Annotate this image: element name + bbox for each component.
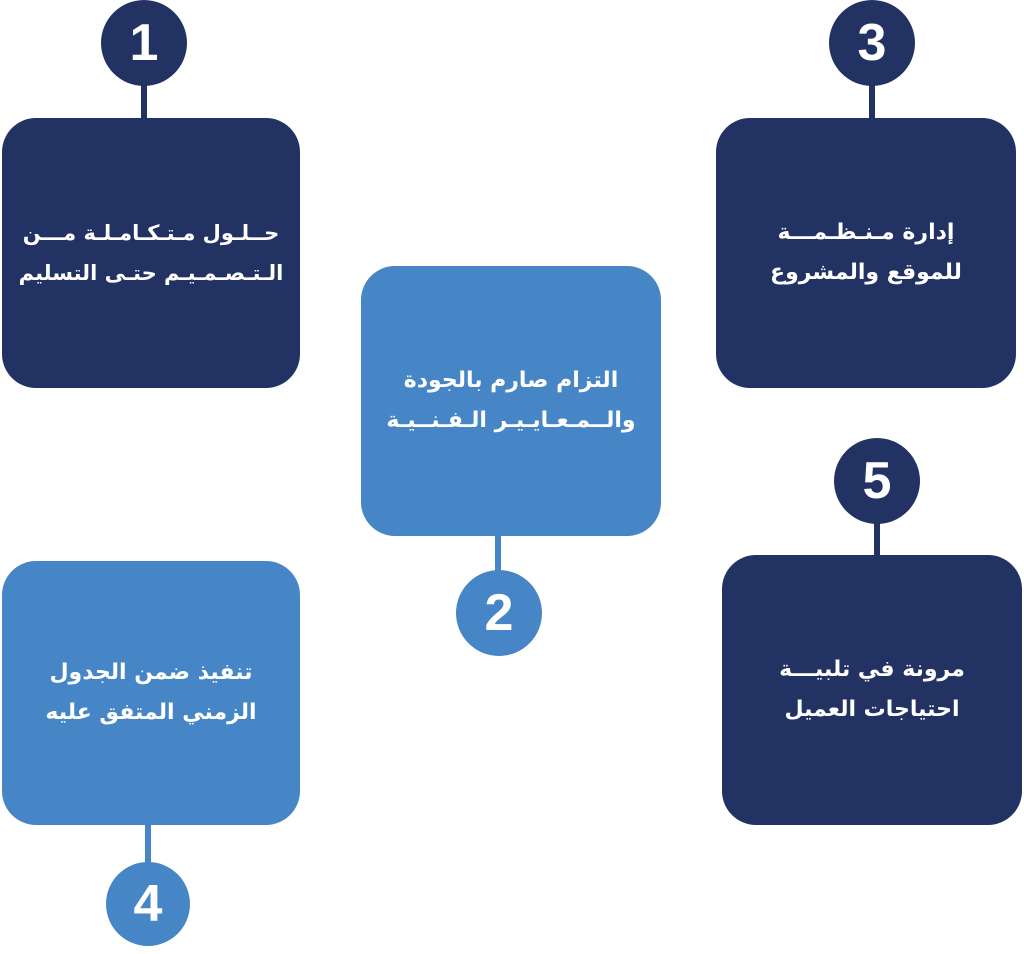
step-5-connector <box>874 518 880 558</box>
step-1-number: 1 <box>129 14 159 72</box>
step-5-number-badge: 5 <box>834 438 920 524</box>
step-3-connector <box>869 80 875 120</box>
step-5-number: 5 <box>862 452 892 510</box>
step-2-connector <box>495 534 501 574</box>
step-1-number-badge: 1 <box>101 0 187 86</box>
step-5-text: مرونة في تلبيـــة احتياجات العميل <box>779 650 965 730</box>
step-3-line-2: للموقع والمشروع <box>770 260 962 285</box>
step-2-number-badge: 2 <box>456 570 542 656</box>
step-2-line-2: والــمـعـايـيـر الـفـنــيـة <box>386 408 636 433</box>
step-1-line-2: الـتـصـمـيـم حتـى التسليم <box>18 261 284 285</box>
step-1-connector <box>141 80 147 120</box>
step-3-number: 3 <box>857 14 887 72</box>
step-4-connector <box>145 822 151 866</box>
step-2-card: التزام صارم بالجودة والــمـعـايـيـر الـف… <box>361 266 661 536</box>
step-4-number: 4 <box>133 875 163 933</box>
step-4-text: تنفيذ ضمن الجدول الزمني المتفق عليه <box>45 653 256 733</box>
step-4-card: تنفيذ ضمن الجدول الزمني المتفق عليه <box>2 561 300 825</box>
step-3-card: إدارة مـنـظـمـــة للموقع والمشروع <box>716 118 1016 388</box>
step-2-line-1: التزام صارم بالجودة <box>403 368 619 393</box>
step-5-card: مرونة في تلبيـــة احتياجات العميل <box>722 555 1022 825</box>
step-5-line-1: مرونة في تلبيـــة <box>779 657 965 682</box>
step-5-line-2: احتياجات العميل <box>784 697 960 722</box>
step-4-line-2: الزمني المتفق عليه <box>45 700 257 725</box>
step-2-number: 2 <box>484 584 514 642</box>
step-1-line-1: حــلـول مـتـكـامـلـة مـــن <box>22 221 280 245</box>
step-2-text: التزام صارم بالجودة والــمـعـايـيـر الـف… <box>386 361 635 441</box>
step-4-number-badge: 4 <box>106 862 190 946</box>
step-1-text: حــلـول مـتـكـامـلـة مـــن الـتـصـمـيـم … <box>19 213 284 293</box>
step-3-number-badge: 3 <box>829 0 915 86</box>
step-3-text: إدارة مـنـظـمـــة للموقع والمشروع <box>770 213 962 293</box>
step-3-line-1: إدارة مـنـظـمـــة <box>777 220 955 245</box>
step-4-line-1: تنفيذ ضمن الجدول <box>49 660 253 685</box>
step-1-card: حــلـول مـتـكـامـلـة مـــن الـتـصـمـيـم … <box>2 118 300 388</box>
